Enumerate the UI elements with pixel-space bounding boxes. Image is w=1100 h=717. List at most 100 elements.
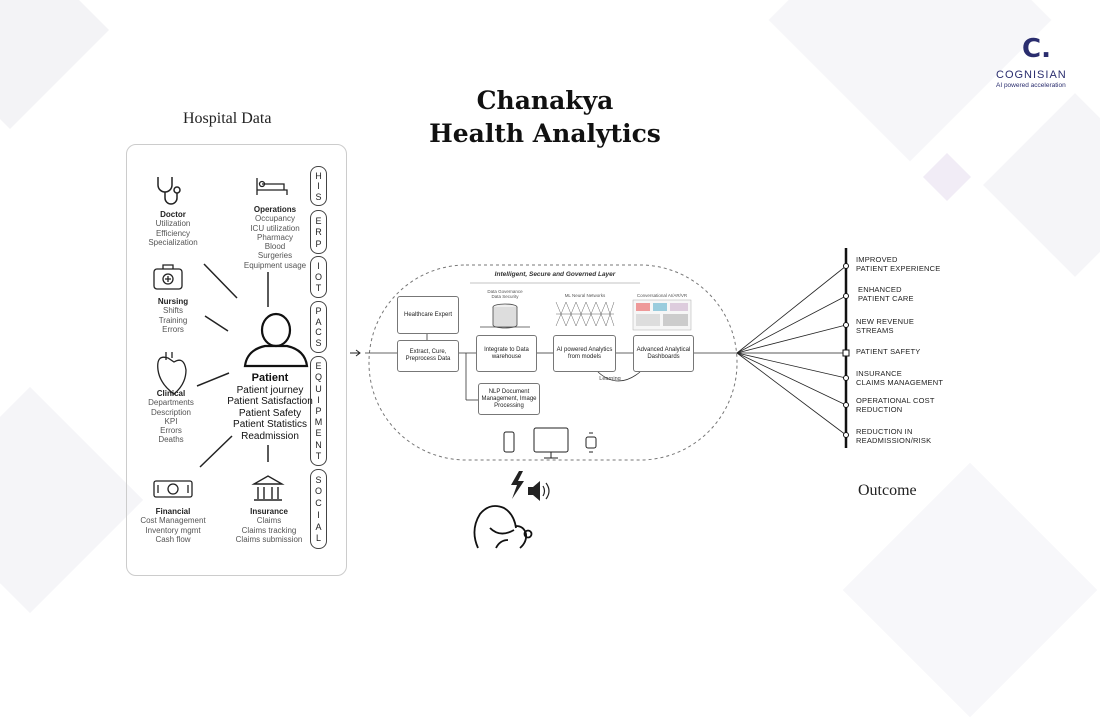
category-item: Equipment usage [243,260,307,270]
outcome-fan [736,265,847,436]
link-financial [199,435,233,468]
source-letter: I [317,261,320,271]
category-item: Claims tracking [241,525,297,535]
category-clinical: Clinical Departments Description KPI Err… [129,389,213,445]
category-item: Errors [162,324,184,334]
hospital-data-label: Hospital Data [183,110,272,127]
learning-label: Learning [599,376,621,382]
category-item: Surgeries [257,251,293,261]
category-item: Utilization [155,219,191,229]
outcome-item: PATIENT SAFETY [856,347,921,356]
source-letter: Q [314,372,322,383]
source-letter: S [315,191,322,202]
patient-item: Patient journey [236,384,304,396]
category-item: Cash flow [155,534,191,544]
smartphone-icon [503,431,515,453]
hospital-data-panel [126,144,347,576]
source-letter: M [314,417,323,428]
category-nursing: Nursing Shifts Training Errors [131,297,215,334]
data-governance-label: Data Governance Data Security [487,289,523,299]
category-item: Shifts [162,306,183,316]
category-item: ICU utilization [250,223,300,233]
page-title-line1: Chanakya [476,86,614,115]
lightning-icon [511,471,524,499]
source-letter: S [315,338,322,349]
source-letter: E [315,215,322,226]
source-letter: A [315,316,322,327]
category-title: Doctor [160,210,186,219]
source-letter: I [317,509,320,520]
source-letter: A [315,521,322,532]
page-title-line2: Health Analytics [429,119,661,148]
source-letter: T [315,283,322,293]
category-item: Blood [264,242,286,252]
category-item: Deaths [158,435,184,445]
patient-item: Patient Statistics [233,419,307,430]
category-item: Pharmacy [256,232,293,242]
patient-item: Readmission [241,430,299,442]
category-title: Clinical [156,389,186,398]
source-letter: E [315,428,322,439]
category-item: Specialization [148,237,198,247]
extract-box: Extract, Cure, Preprocess Data [397,340,459,372]
logo-tagline: AI powered acceleration [996,82,1066,89]
ml-label: ML Neural Networks [564,293,606,298]
source-letter: P [315,405,322,416]
category-item: Inventory mgmt [145,525,201,535]
outcome-label: Outcome [858,482,917,499]
category-item: Occupancy [254,214,296,224]
hospital-bed-icon [256,178,288,195]
database-icon [480,303,530,329]
category-item: Departments [148,398,194,408]
ai-analytics-box: AI powered Analytics from models [553,335,616,372]
source-letter: L [315,533,321,544]
category-insurance: Insurance Claims Claims tracking Claims … [227,507,311,544]
category-item: Claims [256,516,282,526]
link-clinical [196,372,230,387]
patient-item: Patient Satisfaction [227,396,313,407]
source-letter: H [315,170,322,181]
source-letter: I [317,394,320,405]
speaker-icon [528,481,550,501]
source-letter: P [315,305,322,316]
monitor-icon [533,427,569,453]
category-doctor: Doctor Utilization Efficiency Specializa… [131,210,215,247]
category-item: KPI [164,416,178,426]
pipeline-enclosure [368,264,738,461]
category-item: Description [150,407,191,417]
nlp-box: NLP Document Management, Image Processin… [478,383,540,415]
patient-title: Patient [251,372,289,384]
category-item: Cost Management [140,516,206,526]
source-letter: U [315,383,322,394]
category-title: Operations [253,205,297,214]
source-letter: S [315,474,322,485]
doctor-mask-icon [473,505,533,549]
stethoscope-icon [157,177,181,205]
source-letter: O [314,272,322,282]
medical-kit-icon [153,264,183,290]
category-operations: Operations Occupancy ICU utilization Pha… [233,205,317,270]
category-title: Financial [155,507,191,516]
link-nursing [203,263,238,299]
source-letter: N [315,439,322,450]
logo-mark: C. [1022,34,1051,64]
healthcare-expert-box: Healthcare Expert [397,296,459,334]
money-bill-icon [153,480,193,498]
patient-item: Patient Safety [238,407,302,419]
category-item: Claims submission [235,534,303,544]
source-letter: R [315,227,322,237]
dashboards-box: Advanced Analytical Dashboards [633,335,694,372]
diagram-lines [153,177,850,549]
category-title: Insurance [250,507,288,516]
